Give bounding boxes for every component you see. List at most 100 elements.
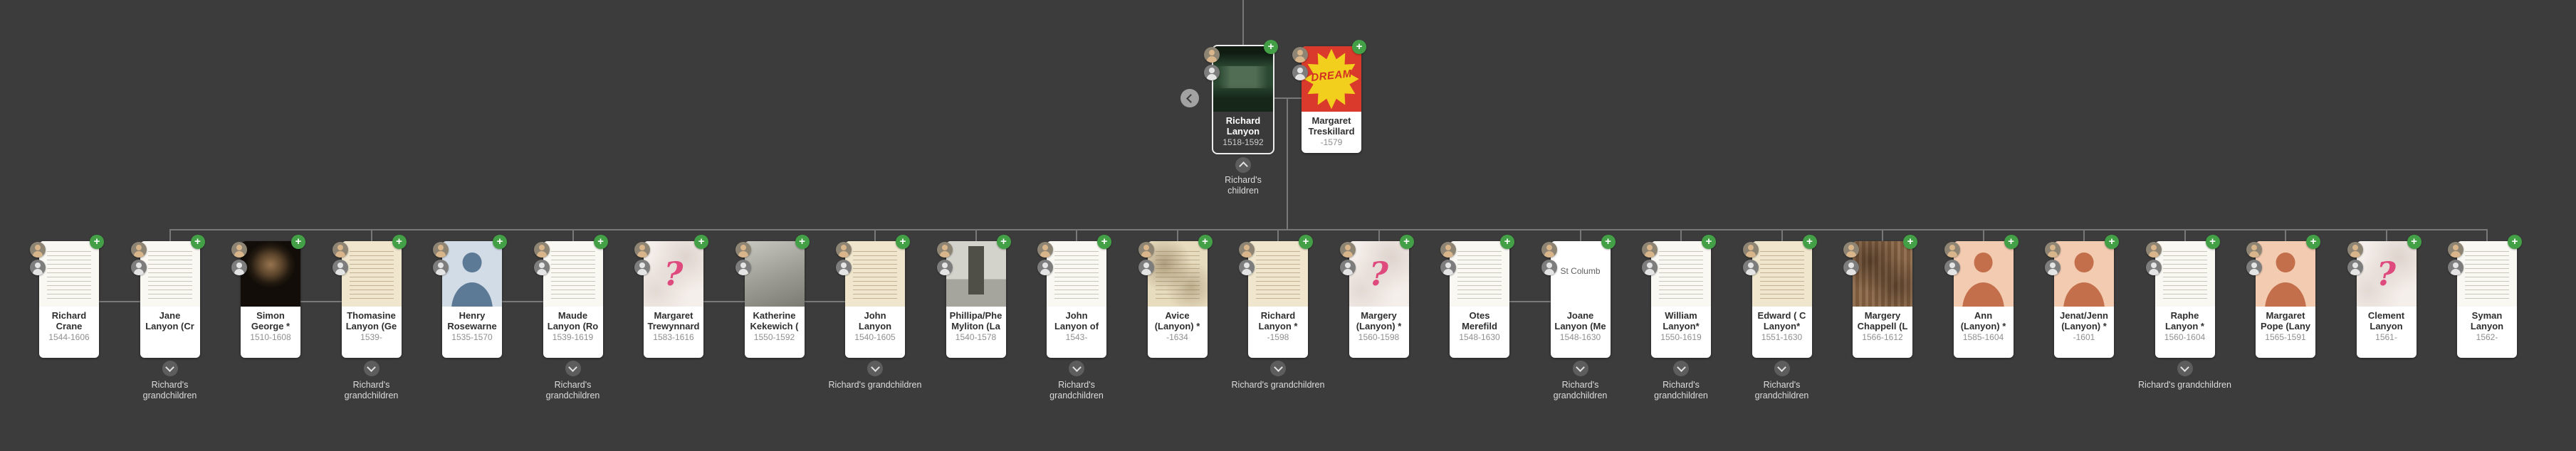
person-match-icon[interactable] [1541, 242, 1557, 258]
add-relative-button[interactable] [1601, 235, 1616, 249]
person-match-icon[interactable] [1292, 65, 1308, 80]
add-relative-button[interactable] [1802, 235, 1817, 249]
person-card[interactable]: Otes Merefild 1548-1630 [1440, 235, 1514, 358]
add-relative-button[interactable] [2205, 235, 2220, 249]
person-match-icon[interactable] [1742, 260, 1759, 275]
grandchildren-label[interactable]: Richard's grandchildren [1049, 380, 1104, 400]
person-match-icon[interactable] [1440, 260, 1456, 275]
person-match-icon[interactable] [1541, 260, 1557, 275]
person-match-icon[interactable] [1944, 242, 1960, 258]
person-match-icon[interactable] [332, 242, 348, 258]
profile-photo[interactable] [2457, 241, 2517, 307]
person-match-icon[interactable] [2448, 260, 2464, 275]
add-relative-button[interactable] [90, 235, 104, 249]
person-match-icon[interactable] [735, 260, 751, 275]
person-card[interactable]: Katherine Kekewich ( 1550-1592 [735, 235, 810, 358]
person-match-icon[interactable] [2246, 242, 2262, 258]
profile-photo[interactable]: St Columb [1550, 241, 1611, 307]
profile-photo[interactable] [1248, 241, 1308, 307]
grandchildren-label[interactable]: Richard's grandchildren [828, 380, 922, 390]
add-relative-button[interactable] [896, 235, 910, 249]
add-relative-button[interactable] [1903, 235, 1917, 249]
profile-photo[interactable] [39, 241, 99, 307]
person-match-icon[interactable] [1642, 242, 1658, 258]
person-card[interactable]: Margaret Pope (Lany 1565-1591 [2246, 235, 2320, 358]
grandchildren-label[interactable]: Richard's grandchildren [2138, 380, 2231, 390]
person-card[interactable]: St Columb Joane Lanyon (Me 1548-1630 [1541, 235, 1616, 358]
person-match-icon[interactable] [2145, 242, 2162, 258]
add-relative-button[interactable] [593, 235, 608, 249]
person-card[interactable]: Margaret Trewynnard 1583-1616 [634, 235, 708, 358]
profile-photo[interactable] [341, 241, 402, 307]
profile-photo[interactable] [1853, 241, 1912, 307]
person-match-icon[interactable] [1292, 47, 1308, 63]
person-match-icon[interactable] [130, 242, 147, 258]
person-card[interactable]: DREAM Margaret Treskillard -1579 [1292, 40, 1366, 153]
person-match-icon[interactable] [1440, 242, 1456, 258]
person-match-icon[interactable] [1239, 242, 1255, 258]
profile-photo[interactable] [1047, 241, 1106, 307]
person-match-icon[interactable] [1138, 260, 1154, 275]
add-relative-button[interactable] [392, 235, 407, 249]
expand-grandchildren-button[interactable] [1774, 361, 1790, 376]
add-relative-button[interactable] [2306, 235, 2320, 249]
profile-photo[interactable] [2054, 241, 2114, 307]
person-card[interactable]: Jane Lanyon (Cr [130, 235, 205, 358]
grandchildren-label[interactable]: Richard's grandchildren [1754, 380, 1809, 400]
add-relative-button[interactable] [694, 235, 708, 249]
person-card[interactable]: William Lanyon* 1550-1619 [1642, 235, 1716, 358]
add-relative-button[interactable] [795, 235, 810, 249]
person-match-icon[interactable] [433, 260, 449, 275]
person-card[interactable]: Clement Lanyon 1561- [2347, 235, 2421, 358]
expand-grandchildren-button[interactable] [162, 361, 178, 376]
add-relative-button[interactable] [1702, 235, 1716, 249]
person-card[interactable]: John Lanyon 1540-1605 [836, 235, 910, 358]
person-card[interactable]: Richard Crane 1544-1606 [30, 235, 104, 358]
profile-photo[interactable] [644, 241, 703, 307]
person-card[interactable]: Raphe Lanyon * 1560-1604 [2145, 235, 2220, 358]
person-match-icon[interactable] [533, 260, 550, 275]
profile-photo[interactable] [946, 241, 1006, 307]
person-card[interactable]: Avice (Lanyon) * -1634 [1138, 235, 1213, 358]
person-match-icon[interactable] [2145, 260, 2162, 275]
person-card[interactable]: Syman Lanyon 1562- [2448, 235, 2522, 358]
add-relative-button[interactable] [493, 235, 507, 249]
person-card[interactable]: Phillipa/Phe Myliton (La 1540-1578 [936, 235, 1011, 358]
collapse-children-button[interactable] [1235, 157, 1251, 173]
profile-photo[interactable]: DREAM [1302, 46, 1361, 112]
add-relative-button[interactable] [1500, 235, 1514, 249]
profile-photo[interactable] [1752, 241, 1812, 307]
add-relative-button[interactable] [1352, 40, 1366, 54]
profile-photo[interactable] [442, 241, 502, 307]
person-card[interactable]: Maude Lanyon (Ro 1539-1619 [533, 235, 608, 358]
expand-grandchildren-button[interactable] [565, 361, 581, 376]
expand-grandchildren-button[interactable] [363, 361, 379, 376]
add-relative-button[interactable] [1198, 235, 1213, 249]
person-match-icon[interactable] [936, 242, 953, 258]
person-card[interactable]: Simon George * 1510-1608 [231, 235, 305, 358]
profile-photo[interactable] [140, 241, 200, 307]
person-card[interactable]: Margery (Lanyon) * 1560-1598 [1339, 235, 1414, 358]
profile-photo[interactable] [744, 241, 805, 307]
person-card[interactable]: John Lanyon of 1543- [1037, 235, 1111, 358]
person-card[interactable]: Henry Rosewarne 1535-1570 [433, 235, 507, 358]
person-match-icon[interactable] [433, 242, 449, 258]
person-card[interactable]: Richard Lanyon 1518-1592 [1204, 40, 1278, 153]
person-match-icon[interactable] [634, 242, 650, 258]
person-match-icon[interactable] [231, 260, 247, 275]
person-card[interactable]: Edward ( C Lanyon* 1551-1630 [1742, 235, 1817, 358]
person-match-icon[interactable] [1339, 242, 1356, 258]
expand-grandchildren-button[interactable] [1069, 361, 1084, 376]
person-card[interactable]: Margery Chappell (L 1566-1612 [1843, 235, 1917, 358]
add-relative-button[interactable] [190, 235, 205, 249]
person-match-icon[interactable] [2246, 260, 2262, 275]
person-card[interactable]: Richard Lanyon * -1598 [1239, 235, 1313, 358]
person-match-icon[interactable] [130, 260, 147, 275]
add-relative-button[interactable] [1299, 235, 1313, 249]
profile-photo[interactable] [1349, 241, 1409, 307]
profile-photo[interactable] [241, 241, 300, 307]
person-match-icon[interactable] [1138, 242, 1154, 258]
person-card[interactable]: Thomasine Lanyon (Ge 1539- [332, 235, 407, 358]
add-relative-button[interactable] [2004, 235, 2019, 249]
grandchildren-label[interactable]: Richard's grandchildren [142, 380, 197, 400]
